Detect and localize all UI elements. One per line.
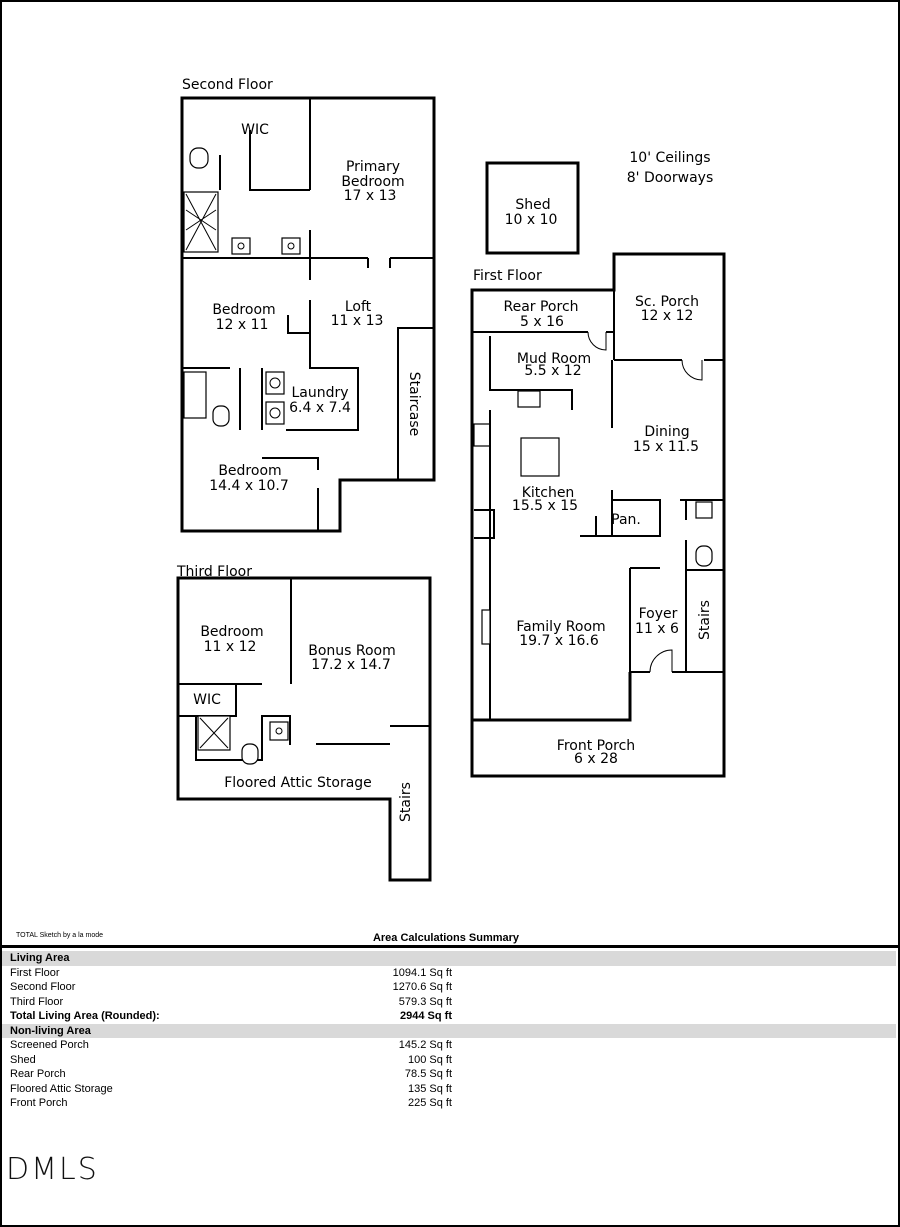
dining-label: Dining <box>644 424 689 440</box>
sc-porch-dims: 12 x 12 <box>641 308 694 324</box>
mud-room-label: Mud Room <box>517 351 591 367</box>
dmls-logo: DMLS <box>6 1152 99 1187</box>
bedroom-2a-dims: 12 x 11 <box>216 317 269 333</box>
family-room-label: Family Room <box>516 619 605 635</box>
total-living-row: Total Living Area (Rounded):2944 Sq ft <box>10 1010 452 1022</box>
wic-3-label: WIC <box>193 692 221 708</box>
ceilings-note: 10' Ceilings <box>629 150 710 166</box>
loft-label: Loft <box>345 299 372 315</box>
stairs-1-label: Stairs <box>697 600 713 640</box>
shed-dims: 10 x 10 <box>505 212 558 228</box>
kitchen-label: Kitchen <box>522 485 575 501</box>
dining-dims: 15 x 11.5 <box>633 439 699 455</box>
stairs-3-label: Stairs <box>398 782 414 822</box>
laundry-dims: 6.4 x 7.4 <box>289 400 351 416</box>
first-floor-title: First Floor <box>473 268 542 284</box>
laundry-label: Laundry <box>291 385 348 401</box>
primary-bedroom-label-2: Bedroom <box>341 174 404 190</box>
rear-porch-label: Rear Porch <box>503 299 578 315</box>
kitchen-dims: 15.5 x 15 <box>512 498 578 514</box>
front-porch-dims: 6 x 28 <box>574 751 618 767</box>
loft-dims: 11 x 13 <box>331 313 384 329</box>
primary-bedroom-dims: 17 x 13 <box>344 188 397 204</box>
bedroom-2b-label: Bedroom <box>218 463 281 479</box>
living-area-header: Living Area <box>2 951 896 966</box>
wic-2-label: WIC <box>241 122 269 138</box>
second-floor-title: Second Floor <box>182 77 273 93</box>
second-floor-plan: Second Floor WIC Primary Bedroom 17 x 13… <box>180 77 436 533</box>
sketch-credit: TOTAL Sketch by a la mode <box>16 932 104 939</box>
bedroom-2a-label: Bedroom <box>212 302 275 318</box>
primary-bedroom-label: Primary <box>346 159 400 175</box>
family-room-dims: 19.7 x 16.6 <box>519 633 599 649</box>
pantry-label: Pan. <box>611 512 641 528</box>
first-floor-plan: First Floor 10' Ceilings 8' Doorways She… <box>470 150 726 778</box>
bonus-room-label: Bonus Room <box>308 643 396 659</box>
foyer-dims: 11 x 6 <box>635 621 679 637</box>
mud-room-dims: 5.5 x 12 <box>524 363 581 379</box>
front-porch-label: Front Porch <box>557 738 635 754</box>
bedroom-3-dims: 11 x 12 <box>204 639 257 655</box>
summary-divider <box>2 945 898 948</box>
third-floor-title: Third Floor <box>176 564 252 580</box>
foyer-label: Foyer <box>639 606 678 622</box>
bedroom-3-label: Bedroom <box>200 624 263 640</box>
bedroom-2b-dims: 14.4 x 10.7 <box>209 478 289 494</box>
doorways-note: 8' Doorways <box>627 170 713 186</box>
third-floor-plan: Third Floor Bedroom 11 x 12 Bonus Room 1… <box>176 564 432 882</box>
rear-porch-dims: 5 x 16 <box>520 314 564 330</box>
staircase-label: Staircase <box>406 372 422 436</box>
bonus-room-dims: 17.2 x 14.7 <box>311 657 391 673</box>
attic-storage-label: Floored Attic Storage <box>224 775 372 791</box>
nonliving-area-header: Non-living Area <box>2 1023 896 1038</box>
summary-title: Area Calculations Summary <box>372 932 520 944</box>
floor-plan: Second Floor WIC Primary Bedroom 17 x 13… <box>176 77 726 882</box>
sc-porch-label: Sc. Porch <box>635 294 699 310</box>
shed-label: Shed <box>515 197 550 213</box>
